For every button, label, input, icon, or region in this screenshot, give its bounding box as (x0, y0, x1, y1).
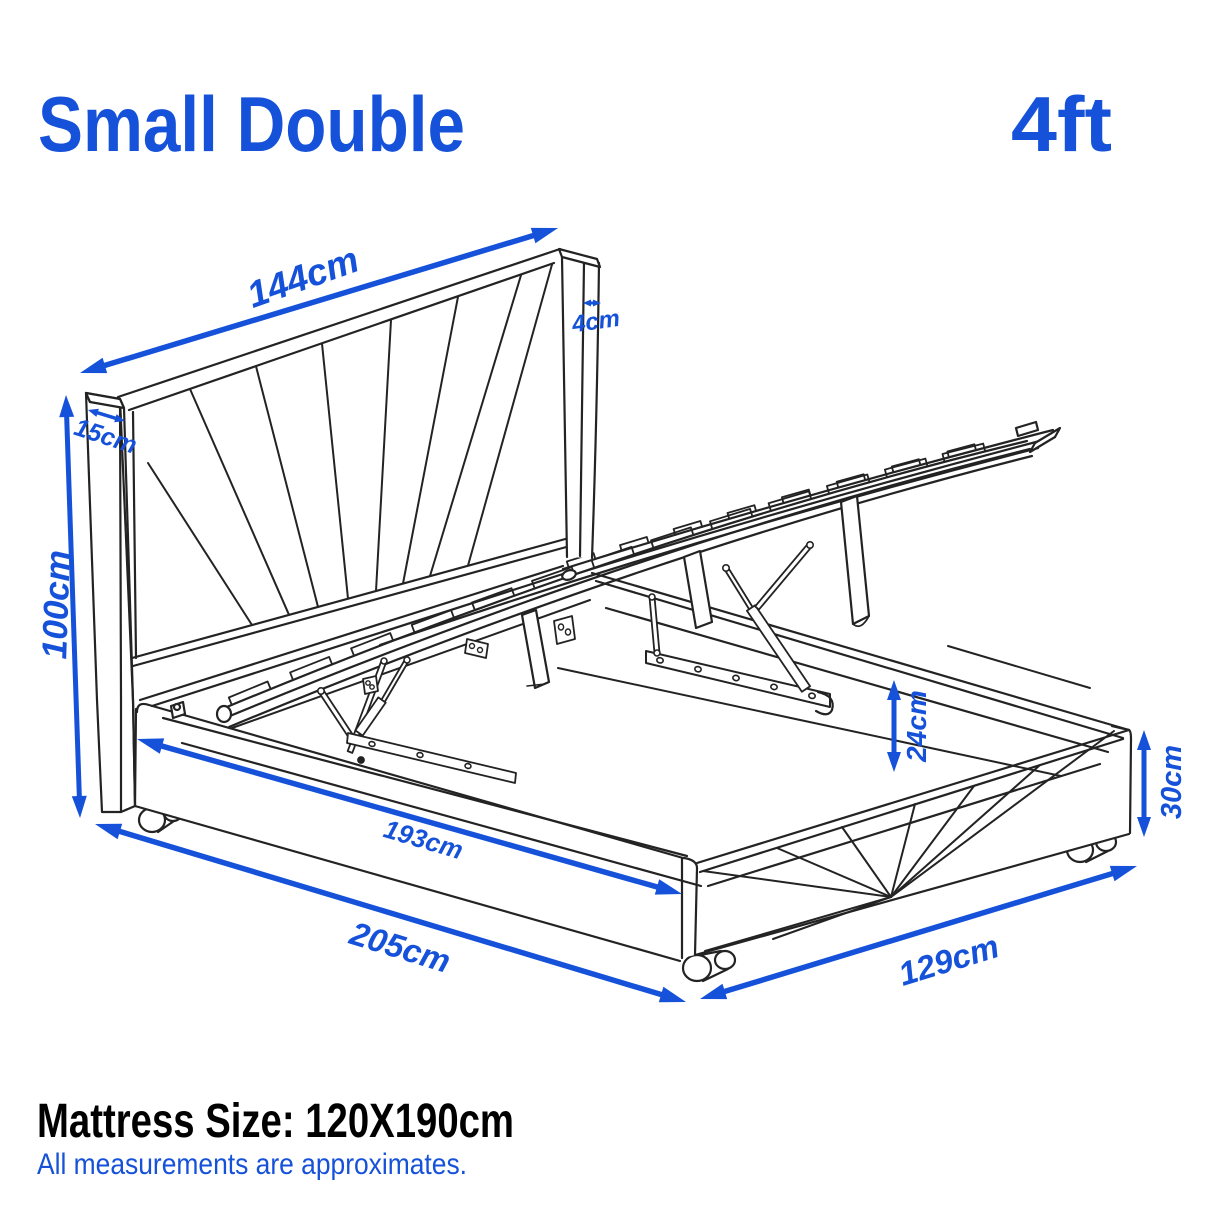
svg-text:All measurements are approxima: All measurements are approximates. (37, 1148, 467, 1181)
svg-text:205cm: 205cm (345, 914, 455, 980)
svg-text:4ft: 4ft (1011, 80, 1112, 168)
svg-text:Small Double: Small Double (38, 80, 465, 168)
svg-text:Mattress Size: 120X190cm: Mattress Size: 120X190cm (37, 1095, 514, 1148)
svg-text:4cm: 4cm (569, 305, 621, 339)
svg-text:30cm: 30cm (1156, 745, 1188, 819)
svg-text:100cm: 100cm (35, 549, 78, 659)
svg-text:24cm: 24cm (901, 690, 932, 763)
